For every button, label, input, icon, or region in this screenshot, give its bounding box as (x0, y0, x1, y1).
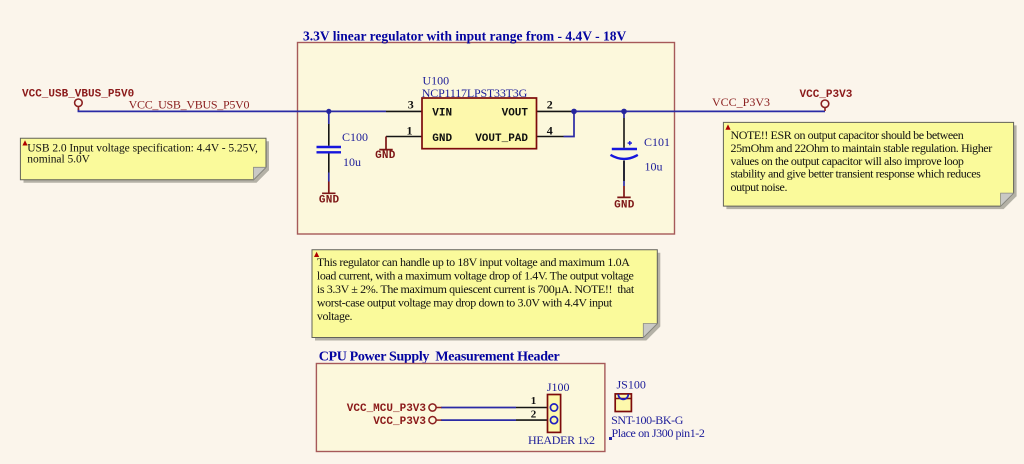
svg-text:GND: GND (319, 194, 340, 206)
svg-text:VOUT_PAD: VOUT_PAD (475, 133, 528, 145)
svg-text:values on the output capacitor: values on the output capacitor will also… (731, 154, 964, 168)
svg-text:3: 3 (408, 98, 414, 112)
svg-text:USB 2.0 Input voltage specific: USB 2.0 Input voltage specification: 4.4… (27, 143, 258, 155)
svg-text:JS100: JS100 (617, 377, 646, 391)
svg-text:VIN: VIN (432, 107, 452, 119)
svg-text:GND: GND (614, 199, 635, 211)
svg-text:1: 1 (407, 123, 413, 137)
svg-text:Place on J300 pin1-2: Place on J300 pin1-2 (612, 426, 705, 440)
svg-text:GND: GND (375, 150, 396, 162)
svg-text:nominal 5.0V: nominal 5.0V (27, 154, 90, 166)
svg-text:3.3V linear regulator with inp: 3.3V linear regulator with input range f… (303, 29, 626, 44)
svg-text:output noise.: output noise. (731, 180, 788, 194)
svg-text:is 3.3V ± 2%. The maximum quie: is 3.3V ± 2%. The maximum quiescent curr… (317, 282, 635, 296)
svg-text:25mOhm and 22Ohm to maintain s: 25mOhm and 22Ohm to maintain stable regu… (731, 141, 993, 155)
svg-text:stability and give better tran: stability and give better transient resp… (731, 167, 982, 181)
svg-text:SNT-100-BK-G: SNT-100-BK-G (611, 413, 684, 427)
svg-text:NCP1117LPST33T3G: NCP1117LPST33T3G (422, 86, 528, 100)
svg-text:VCC_USB_VBUS_P5V0: VCC_USB_VBUS_P5V0 (22, 89, 134, 101)
svg-text:VCC_MCU_P3V3: VCC_MCU_P3V3 (347, 403, 427, 415)
svg-text:10u: 10u (645, 160, 663, 174)
svg-text:load current, with a maximum v: load current, with a maximum voltage dro… (317, 268, 634, 282)
svg-text:C101: C101 (644, 135, 670, 149)
svg-text:voltage.: voltage. (317, 309, 353, 323)
svg-text:2: 2 (531, 408, 537, 420)
svg-text:worst-case output voltage may: worst-case output voltage may drop down … (317, 296, 613, 310)
svg-text:CPU Power Supply Measurement: CPU Power Supply Measurement Header (319, 350, 560, 365)
svg-text:GND: GND (432, 133, 452, 145)
svg-text:U100: U100 (423, 74, 450, 88)
svg-text:VCC_P3V3: VCC_P3V3 (712, 95, 770, 109)
svg-text:VOUT: VOUT (502, 107, 529, 119)
svg-text:10u: 10u (343, 155, 361, 169)
svg-text:2: 2 (547, 98, 553, 112)
svg-text:NOTE!! ESR on output capacitor: NOTE!! ESR on output capacitor should be… (731, 128, 964, 142)
svg-text:J100: J100 (547, 380, 570, 394)
svg-text:VCC_USB_VBUS_P5V0: VCC_USB_VBUS_P5V0 (129, 98, 250, 112)
svg-text:VCC_P3V3: VCC_P3V3 (373, 416, 426, 428)
svg-text:HEADER 1x2: HEADER 1x2 (528, 433, 595, 447)
svg-text:This regulator can handle up t: This regulator can handle up to 18V inpu… (317, 255, 630, 269)
svg-text:4: 4 (547, 123, 553, 137)
svg-text:VCC_P3V3: VCC_P3V3 (800, 89, 853, 101)
svg-text:C100: C100 (342, 130, 368, 144)
svg-text:1: 1 (531, 395, 537, 407)
